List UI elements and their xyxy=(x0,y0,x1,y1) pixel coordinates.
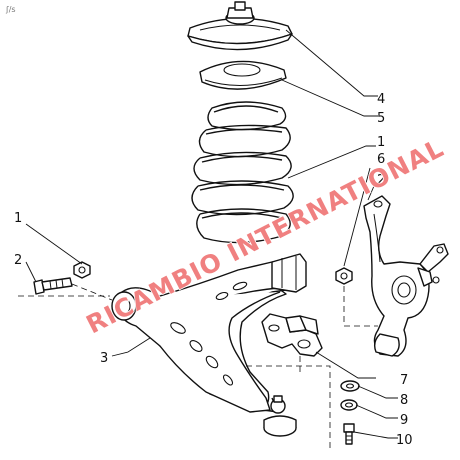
steering-knuckle xyxy=(363,195,449,357)
arm-pivot-nut xyxy=(73,261,91,279)
callout-top-mount: 4 xyxy=(377,92,385,107)
callout-upper-seat: 5 xyxy=(377,111,385,126)
callout-knuckle-nut: 6 xyxy=(377,152,385,167)
upper-spring-seat xyxy=(199,60,287,90)
arm-pivot-bolt xyxy=(33,277,73,295)
callout-coil-spring: 1 xyxy=(377,135,385,150)
callout-washer: 8 xyxy=(400,393,408,408)
knuckle-axis-line xyxy=(343,286,378,327)
bush-axis-line xyxy=(246,365,331,452)
split-washer xyxy=(340,399,358,411)
corner-mark: ʃ/s xyxy=(5,5,16,14)
knuckle-nut xyxy=(335,267,353,285)
callout-knuckle: 2 xyxy=(377,173,385,188)
bolt-axis-line-2 xyxy=(71,283,113,301)
bolt xyxy=(343,423,355,445)
washer xyxy=(340,380,360,392)
rear-bush xyxy=(261,313,323,357)
coil-spring xyxy=(191,101,294,244)
callout-split-washer: 9 xyxy=(400,413,408,428)
top-strut-mount xyxy=(187,1,293,51)
leader-lines xyxy=(25,29,398,439)
callout-bush: 7 xyxy=(400,373,408,388)
callout-arm-bolt: 2 xyxy=(14,253,22,268)
callout-arm-nut: 1 xyxy=(14,211,22,226)
control-arm xyxy=(111,253,307,437)
callout-bolt: 10 xyxy=(396,433,413,448)
callout-control-arm: 3 xyxy=(100,351,108,366)
